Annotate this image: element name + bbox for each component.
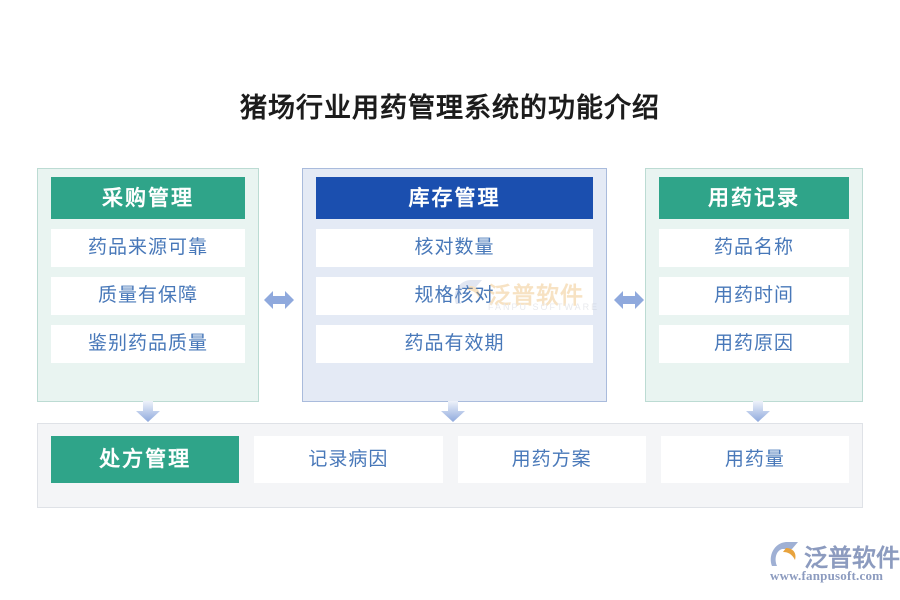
list-item[interactable]: 核对数量 [316, 229, 593, 267]
double-arrow-horizontal-icon [263, 287, 295, 313]
list-item[interactable]: 用药方案 [457, 436, 646, 483]
column-header-inventory[interactable]: 库存管理 [316, 177, 593, 219]
column-header-medication-record[interactable]: 用药记录 [659, 177, 849, 219]
page-title: 猪场行业用药管理系统的功能介绍 [240, 93, 660, 123]
column-medication-record: 用药记录 药品名称 用药时间 用药原因 [645, 168, 863, 402]
prescription-panel: 处方管理 记录病因 用药方案 用药量 [37, 423, 863, 508]
arrow-down-icon [135, 401, 161, 423]
list-item[interactable]: 规格核对 [316, 277, 593, 315]
list-item[interactable]: 鉴别药品质量 [51, 325, 245, 363]
brand-url: www.fanpusoft.com [770, 568, 884, 583]
brand-name: 泛普软件 [804, 546, 900, 572]
list-item[interactable]: 用药原因 [659, 325, 849, 363]
columns-area: 采购管理 药品来源可靠 质量有保障 鉴别药品质量 库存管理 核对数量 规格核对 … [37, 168, 863, 402]
list-item[interactable]: 记录病因 [254, 436, 443, 483]
double-arrow-horizontal-icon [613, 287, 645, 313]
arrow-down-icon [440, 401, 466, 423]
list-item[interactable]: 用药时间 [659, 277, 849, 315]
bottom-header-prescription[interactable]: 处方管理 [51, 436, 240, 483]
arrow-down-icon [745, 401, 771, 423]
list-item[interactable]: 用药量 [660, 436, 849, 483]
list-item[interactable]: 药品来源可靠 [51, 229, 245, 267]
list-item[interactable]: 质量有保障 [51, 277, 245, 315]
column-header-purchasing[interactable]: 采购管理 [51, 177, 245, 219]
column-inventory: 库存管理 核对数量 规格核对 药品有效期 [302, 168, 607, 402]
list-item[interactable]: 药品有效期 [316, 325, 593, 363]
column-purchasing: 采购管理 药品来源可靠 质量有保障 鉴别药品质量 [37, 168, 259, 402]
list-item[interactable]: 药品名称 [659, 229, 849, 267]
brand-logo-icon [770, 542, 798, 566]
prescription-row: 处方管理 记录病因 用药方案 用药量 [51, 436, 849, 483]
brand-logo: 泛普软件 www.fanpusoft.com [768, 538, 900, 590]
